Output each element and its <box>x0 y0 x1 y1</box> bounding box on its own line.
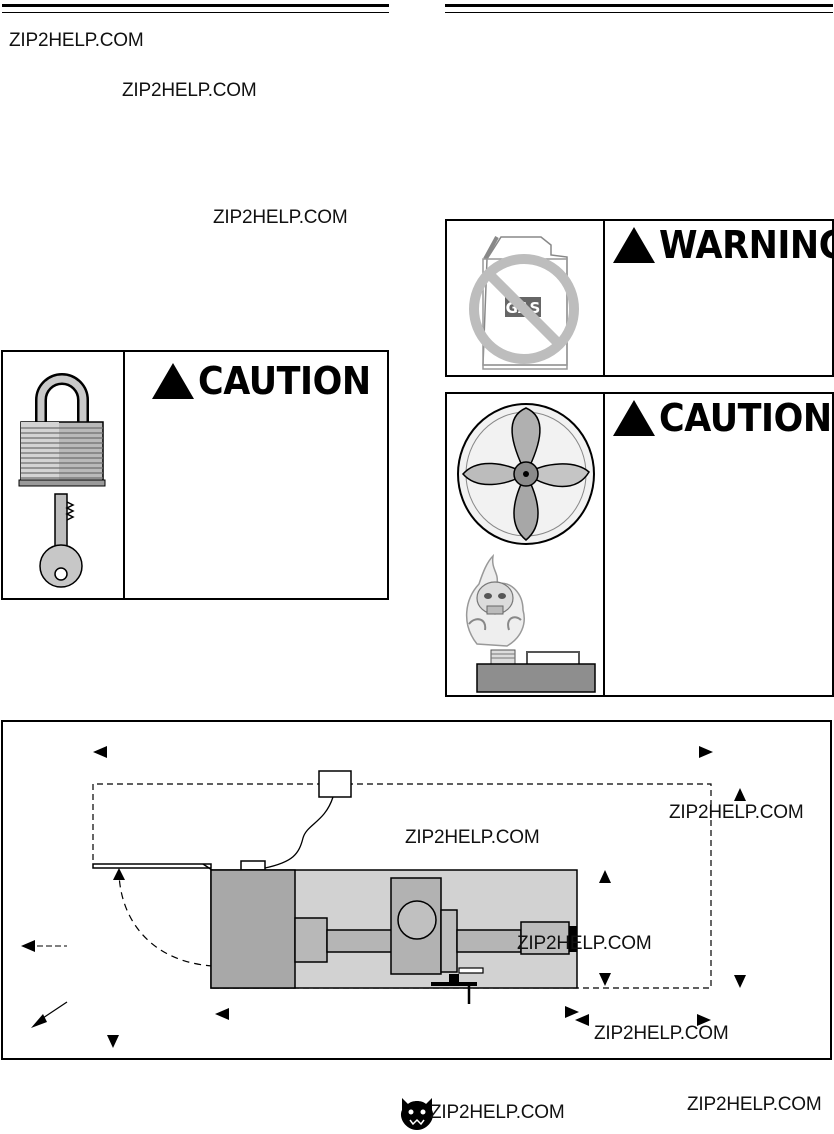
box-divider <box>123 352 125 598</box>
caution-signal-word: CAUTION <box>152 362 386 400</box>
caution-lockout-box: CAUTION <box>1 350 389 600</box>
top-rule-left-thick <box>2 4 389 7</box>
toxic-fumes-icon <box>457 554 537 654</box>
box-divider <box>603 221 605 375</box>
watermark: ZIP2HELP.COM <box>122 80 257 101</box>
warning-label: WARNING <box>659 223 834 267</box>
warning-triangle-icon <box>613 400 655 436</box>
top-rule-left-thin <box>2 12 389 13</box>
watermark: ZIP2HELP.COM <box>594 1023 729 1044</box>
watermark: ZIP2HELP.COM <box>669 802 804 823</box>
top-rule-right-thick <box>445 4 833 7</box>
top-rule-right-thin <box>445 12 833 13</box>
watermark: ZIP2HELP.COM <box>9 30 144 51</box>
gas-can-icon: GAS <box>463 229 587 371</box>
watermark: ZIP2HELP.COM <box>430 1102 565 1123</box>
warning-signal-word: WARNING <box>613 226 834 264</box>
machine-clearance-diagram <box>21 746 746 1048</box>
watermark: ZIP2HELP.COM <box>213 207 348 228</box>
prohibited-icon <box>469 254 579 364</box>
key-icon <box>37 490 87 590</box>
watermark: ZIP2HELP.COM <box>405 827 540 848</box>
caution-label: CAUTION <box>659 396 832 440</box>
bear-head-logo <box>398 1092 436 1132</box>
battery-icon <box>475 646 597 694</box>
caution-ventilation-box: CAUTION <box>445 392 834 697</box>
box-divider <box>603 394 605 695</box>
watermark: ZIP2HELP.COM <box>687 1094 822 1115</box>
watermark: ZIP2HELP.COM <box>517 933 652 954</box>
warning-gasoline-box: GAS WARNING <box>445 219 834 377</box>
warning-triangle-icon <box>613 227 655 263</box>
caution-signal-word: CAUTION <box>613 399 834 437</box>
fan-icon <box>455 402 597 546</box>
warning-triangle-icon <box>152 363 194 399</box>
caution-label: CAUTION <box>198 359 371 403</box>
padlock-icon <box>17 366 107 488</box>
clearance-diagram-box: ZIP2HELP.COM ZIP2HELP.COM ZIP2HELP.COM Z… <box>1 720 832 1060</box>
